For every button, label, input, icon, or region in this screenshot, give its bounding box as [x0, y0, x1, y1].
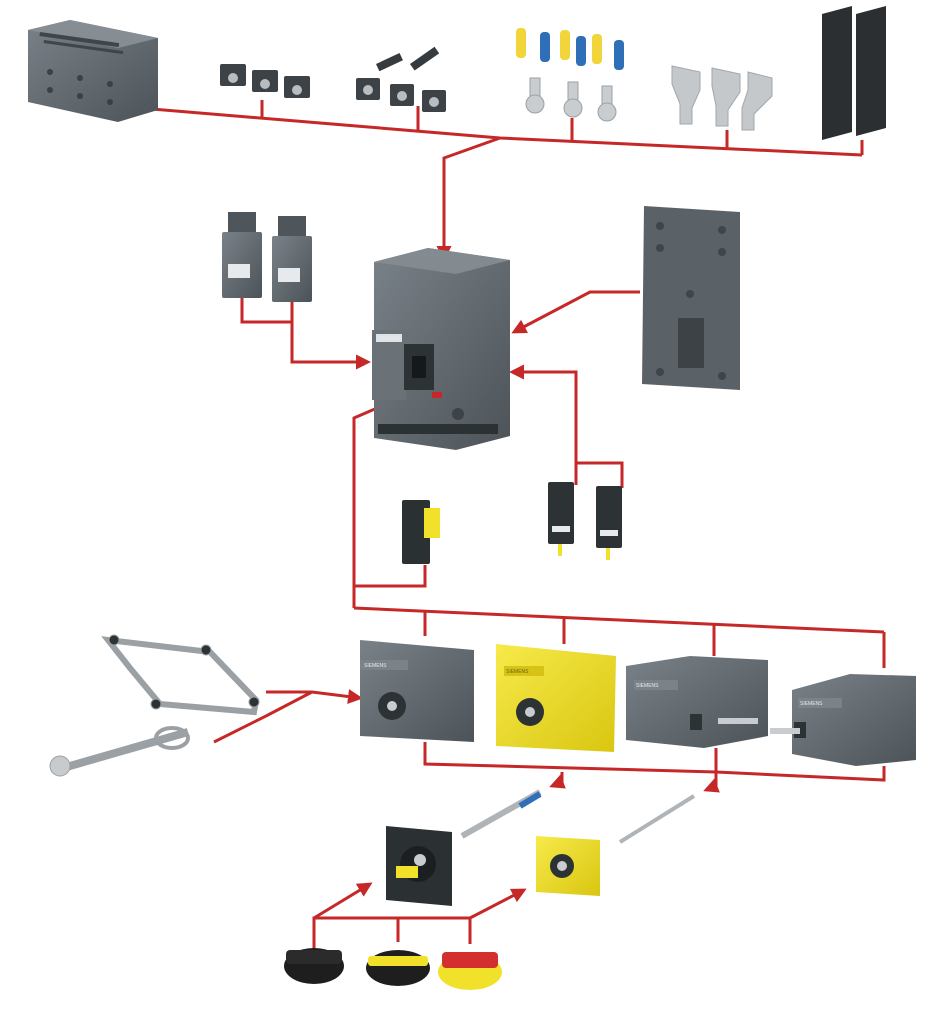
extension-shafts — [460, 789, 696, 844]
door-handle-gray — [386, 826, 452, 906]
mounting-plate — [642, 206, 740, 390]
aux-line-b — [576, 461, 624, 488]
handle-knob-red-yellow — [438, 952, 502, 990]
knob-to-black — [313, 882, 373, 920]
module-line — [354, 565, 427, 588]
box-terminals — [220, 64, 310, 98]
motor-module — [402, 500, 440, 564]
door-handle-yellow — [536, 836, 600, 896]
crimp-lugs-insulated — [516, 28, 624, 70]
busbar-extensions — [671, 65, 773, 131]
rotary-drive-yellow: SIEMENS — [496, 644, 616, 752]
shaft-arrow-2 — [703, 772, 720, 793]
aux-line — [509, 364, 578, 485]
knob-bus — [312, 916, 472, 954]
circuit-breaker: SIEMENS — [372, 248, 510, 450]
door-drive-gray-1: SIEMENS — [626, 656, 768, 748]
crimp-lugs-bare — [525, 77, 617, 122]
linkage-mechanism — [101, 634, 260, 716]
release-line-b — [290, 294, 371, 370]
door-bracket — [49, 726, 190, 777]
knob-to-yellow — [469, 888, 527, 920]
top-to-breaker — [436, 136, 501, 261]
auxiliary-switches — [548, 482, 622, 560]
rotary-drive-gray: SIEMENS — [360, 640, 474, 742]
drive-bus — [353, 606, 885, 634]
linkage-line — [266, 689, 363, 704]
shaft-arrow-1 — [549, 772, 566, 789]
cable-connectors — [356, 46, 446, 112]
door-drive-gray-2: SIEMENS — [770, 674, 916, 766]
drive-yellow-brand: SIEMENS — [506, 669, 529, 675]
handle-knob-yellow-black — [366, 950, 430, 986]
bracket-line — [213, 690, 313, 744]
release-line-a — [240, 292, 292, 324]
handle-knob-black — [284, 948, 344, 984]
door-drive-1-brand: SIEMENS — [636, 683, 659, 689]
shunt-releases — [222, 212, 312, 302]
terminal-cover-large — [28, 20, 158, 122]
breaker-brand: SIEMENS — [378, 336, 401, 342]
plate-line — [511, 290, 640, 334]
phase-barriers — [822, 6, 886, 140]
door-drive-2-brand: SIEMENS — [800, 701, 823, 707]
drive-gray-brand: SIEMENS — [364, 663, 387, 669]
